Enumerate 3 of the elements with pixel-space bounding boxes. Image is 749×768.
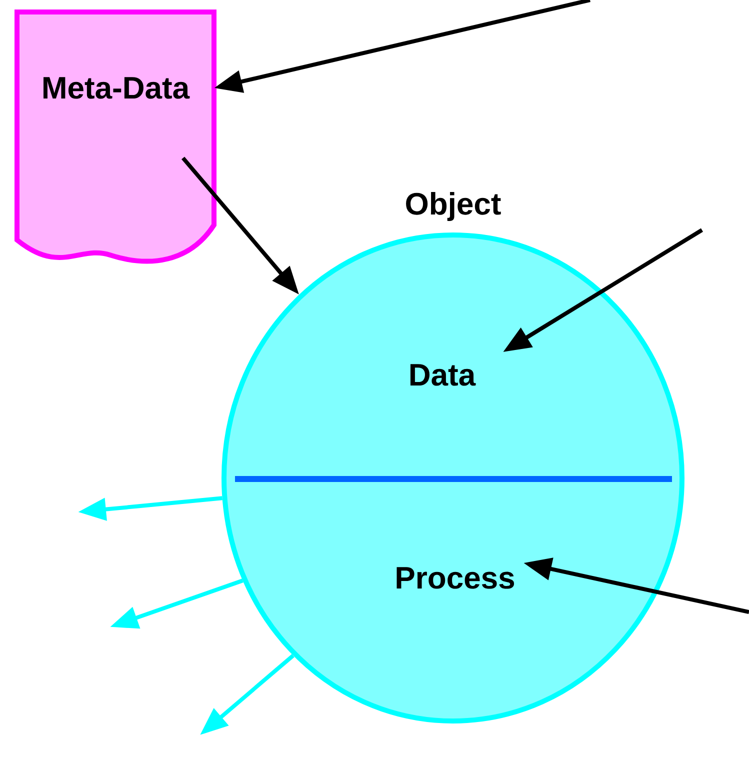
section-label: Data [410, 364, 476, 386]
node-label: Object [406, 192, 501, 221]
section-label: Process [396, 567, 514, 589]
